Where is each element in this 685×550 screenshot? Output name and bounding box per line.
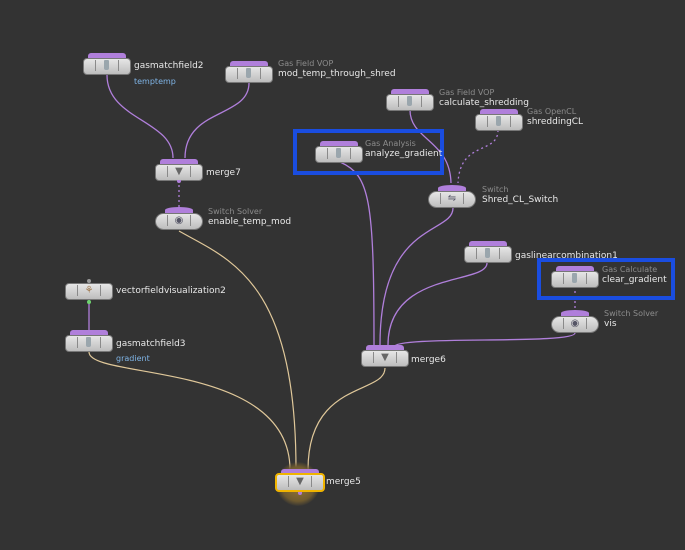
clear-gradient-type: Gas Calculate <box>602 265 658 274</box>
gasmatchfield3-node[interactable] <box>65 330 113 352</box>
field-node-icon <box>86 337 91 347</box>
wire-merge6-merge5 <box>307 367 386 471</box>
vop-node-icon <box>407 96 412 106</box>
field-node-icon <box>485 248 490 258</box>
enable-temp-mod-type: Switch Solver <box>208 207 263 216</box>
merge-node-icon: ▼ <box>296 476 304 487</box>
vop-node-icon <box>246 68 251 78</box>
gasmatchfield2-subtitle: temptemp <box>134 77 176 86</box>
shred-cl-switch-node[interactable]: ⇋ <box>428 185 476 208</box>
gasmatchfield3-subtitle: gradient <box>116 354 150 363</box>
input-connector[interactable] <box>87 279 91 283</box>
mod-temp-through-shred-node[interactable] <box>225 61 273 83</box>
merge-node-icon: ▼ <box>175 166 183 177</box>
vectorfieldvisualization2-node[interactable]: ⚘ <box>65 283 113 300</box>
gasmatchfield3-name: gasmatchfield3 <box>116 339 186 349</box>
wire-mod-temp-merge7 <box>184 82 250 159</box>
wire-gaslinear-merge6 <box>387 262 488 346</box>
vectorfieldvisualization2-name: vectorfieldvisualization2 <box>116 286 226 296</box>
gasmatchfield2-name: gasmatchfield2 <box>134 61 204 71</box>
shreddingcl-type: Gas OpenCL <box>527 107 577 116</box>
merge7-name: merge7 <box>206 168 241 178</box>
wire-shreddingcl-switch <box>457 129 499 184</box>
shreddingcl-name: shreddingCL <box>527 117 584 127</box>
field-node-icon <box>104 60 109 70</box>
wire-calculate-shredding-switch <box>409 109 452 184</box>
merge5-node[interactable]: ▼ <box>275 469 325 495</box>
switch-solver-icon: ◉ <box>174 215 184 226</box>
visualization-node-icon: ⚘ <box>84 285 94 296</box>
switch-icon: ⇋ <box>447 193 457 204</box>
switch-solver-icon: ◉ <box>570 318 580 329</box>
wire-gasmatchfield3-merge5 <box>88 351 291 471</box>
merge6-name: merge6 <box>411 355 446 365</box>
merge6-node[interactable]: ▼ <box>361 345 409 367</box>
wire-analyze-gradient-merge6 <box>339 161 375 346</box>
calculate-shredding-name: calculate_shredding <box>439 98 529 108</box>
opencl-node-icon <box>496 116 501 126</box>
analyze-gradient-name: analyze_gradient <box>365 149 443 159</box>
vis-name: vis <box>604 319 617 329</box>
enable-temp-mod-node[interactable]: ◉ <box>155 207 203 230</box>
calculate-shredding-node[interactable] <box>386 89 434 111</box>
gasmatchfield2-node[interactable] <box>83 53 131 75</box>
merge5-name: merge5 <box>326 477 361 487</box>
gaslinearcombination1-node[interactable] <box>464 241 512 263</box>
merge7-node[interactable]: ▼ <box>155 159 203 183</box>
gaslinearcombination1-name: gaslinearcombination1 <box>515 251 618 261</box>
calculate-shredding-type: Gas Field VOP <box>439 88 495 97</box>
mod-temp-through-shred-type: Gas Field VOP <box>278 59 334 68</box>
wire-shred-switch-merge6 <box>379 207 454 346</box>
analyze-gradient-type: Gas Analysis <box>365 139 416 148</box>
output-connector[interactable] <box>87 300 91 304</box>
clear-gradient-name: clear_gradient <box>602 275 667 285</box>
highlight-box-analyze-gradient <box>293 129 444 175</box>
analyze-gradient-node[interactable] <box>315 141 363 163</box>
merge-node-icon: ▼ <box>381 352 389 363</box>
shreddingcl-node[interactable] <box>475 109 523 131</box>
vis-node[interactable]: ◉ <box>551 310 599 333</box>
shred-cl-switch-name: Shred_CL_Switch <box>482 195 559 205</box>
wire-vis-merge6 <box>393 332 576 348</box>
wire-gasmatchfield2-merge7 <box>106 74 174 159</box>
calculate-node-icon <box>572 273 577 283</box>
vis-type: Switch Solver <box>604 309 659 318</box>
mod-temp-through-shred-name: mod_temp_through_shred <box>278 69 396 79</box>
shred-cl-switch-type: Switch <box>482 185 509 194</box>
highlight-box-clear-gradient <box>537 258 675 300</box>
wire-enable-temp-mod-merge5 <box>178 230 297 471</box>
clear-gradient-node[interactable] <box>551 266 599 288</box>
enable-temp-mod-name: enable_temp_mod <box>208 217 292 227</box>
analysis-node-icon <box>336 148 341 158</box>
